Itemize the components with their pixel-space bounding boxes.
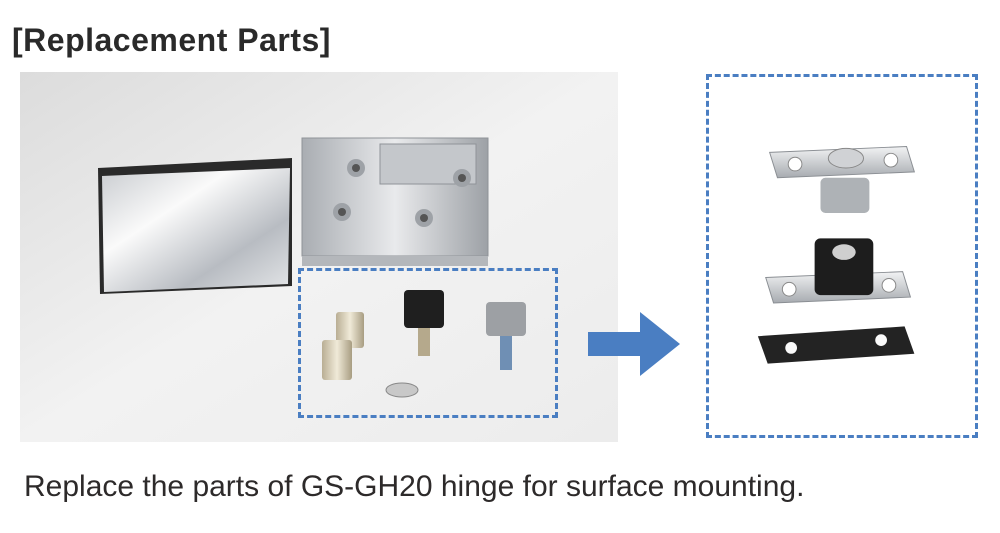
- page-title: [Replacement Parts]: [12, 22, 331, 58]
- right-arrow-icon: [588, 312, 680, 376]
- replacement-parts-photo: [706, 74, 978, 438]
- caption-text: Replace the parts of GS-GH20 hinge for s…: [24, 470, 805, 503]
- hinge-photo-illustration: [20, 72, 618, 442]
- hinge-product-photo: [20, 72, 618, 442]
- replacement-parts-illustration: [757, 145, 916, 364]
- removed-parts-highlight: [298, 268, 558, 418]
